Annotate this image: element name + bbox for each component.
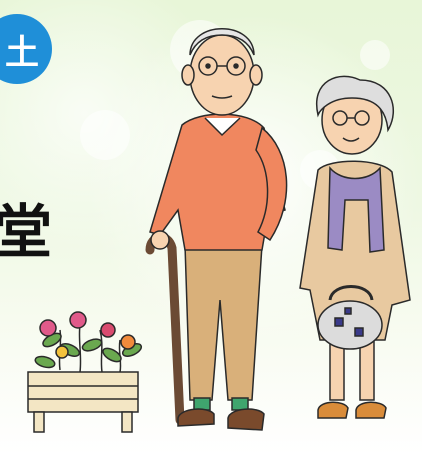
flower-planter-icon	[27, 311, 143, 433]
handbag-icon	[317, 285, 383, 350]
bokeh-light	[360, 40, 390, 70]
walking-cane-icon	[145, 232, 185, 425]
elderly-man-icon	[149, 28, 288, 431]
elderly-woman-icon	[299, 75, 411, 419]
bokeh-light	[80, 110, 130, 160]
day-badge-text: 土	[5, 32, 39, 73]
heading-fragment: 堂	[0, 198, 53, 266]
